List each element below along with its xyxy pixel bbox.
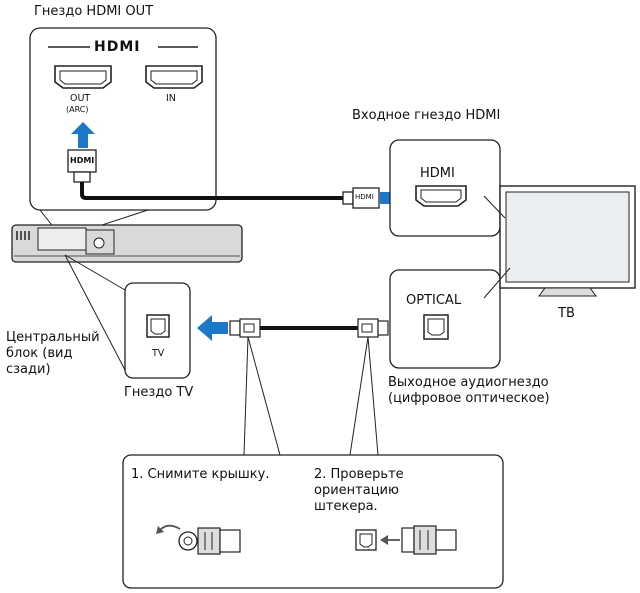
optical-port-tv-set	[423, 314, 449, 340]
tv-jack-callout-lines	[64, 254, 126, 371]
step-1-text: 1. Снимите крышку.	[131, 467, 270, 482]
tv-jack-title: Гнездо TV	[124, 385, 194, 400]
plug-orientation-illustration	[355, 525, 457, 555]
hdmi-out-title: Гнездо HDMI OUT	[34, 4, 154, 19]
tv-callout-lines	[483, 195, 511, 299]
hdmi-logo: HDMI	[94, 39, 141, 55]
input-hdmi-title: Входное гнездо HDMI	[352, 108, 501, 123]
tv-port-label: TV	[152, 348, 165, 359]
port-arc-label: (ARC)	[66, 105, 89, 114]
optical-label: OPTICAL	[406, 293, 462, 308]
hdmi-in-port	[145, 65, 203, 89]
tv-hdmi-label: HDMI	[420, 166, 455, 181]
optical-plug-right	[357, 318, 389, 338]
arrow-up-icon	[71, 122, 95, 148]
soundbar-rear	[11, 224, 243, 263]
hdmi-plug-right-label: HDMI	[355, 193, 374, 201]
step-2-text: 2. Проверьте ориентацию штекера.	[314, 467, 404, 514]
hdmi-plug-left-label: HDMI	[70, 156, 95, 165]
steps-panel	[122, 454, 504, 589]
optical-plug-left	[229, 318, 261, 338]
port-out-label: OUT	[70, 93, 91, 104]
tv-hdmi-port	[415, 185, 467, 207]
hdmi-out-panel	[29, 27, 217, 211]
step-callout-lines	[243, 336, 379, 456]
remove-cap-illustration	[156, 524, 241, 555]
hdmi-cable	[80, 182, 343, 200]
port-in-label: IN	[166, 93, 176, 104]
tv-label: ТВ	[558, 306, 575, 321]
center-unit-label: Центральный блок (вид сзади)	[6, 330, 100, 377]
arrow-left-icon	[197, 315, 228, 341]
optical-port-tv	[146, 314, 170, 338]
hdmi-out-port	[54, 65, 112, 89]
tv-set	[499, 185, 636, 297]
hdmi-plug-right	[342, 187, 380, 209]
audio-out-title: Выходное аудиогнездо (цифровое оптическо…	[388, 375, 550, 406]
